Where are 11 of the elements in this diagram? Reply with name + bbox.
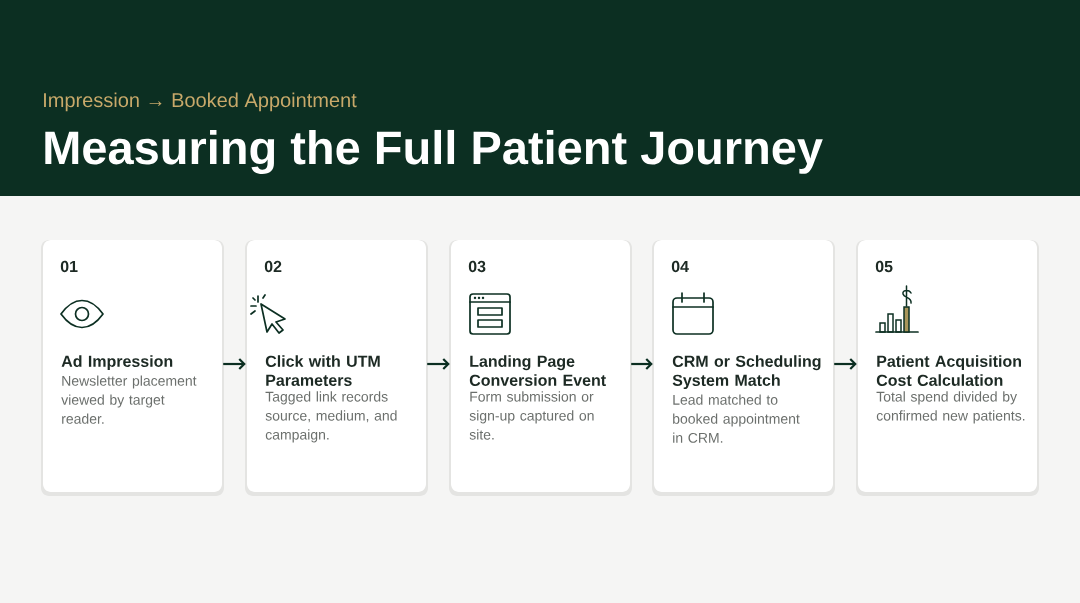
step-card: 02 Click with UTM Parameters Tagged link records source, medium, and campaign. [245,240,428,496]
arrow [223,358,246,370]
title: Measuring the Full Patient Journey [45,129,823,174]
arrow [834,358,857,370]
arrow [631,358,653,370]
step-card: 01 Ad Impression Newsletter placement viewed by target reader. [41,240,224,496]
step-card: 03 Landing Page Conversion Event Form submission or sign-up captured on site. [449,240,632,496]
step-card: 05 Patient Acquisition Cost Calculation Total spend divided by confirmed new patients. [856,240,1039,496]
arrow [427,358,450,370]
step-card: 04 CRM or Scheduling System Match Lead matched to booked appointment in CRM. [652,240,835,496]
subtitle: Impression → Booked Appointment [44,92,357,112]
